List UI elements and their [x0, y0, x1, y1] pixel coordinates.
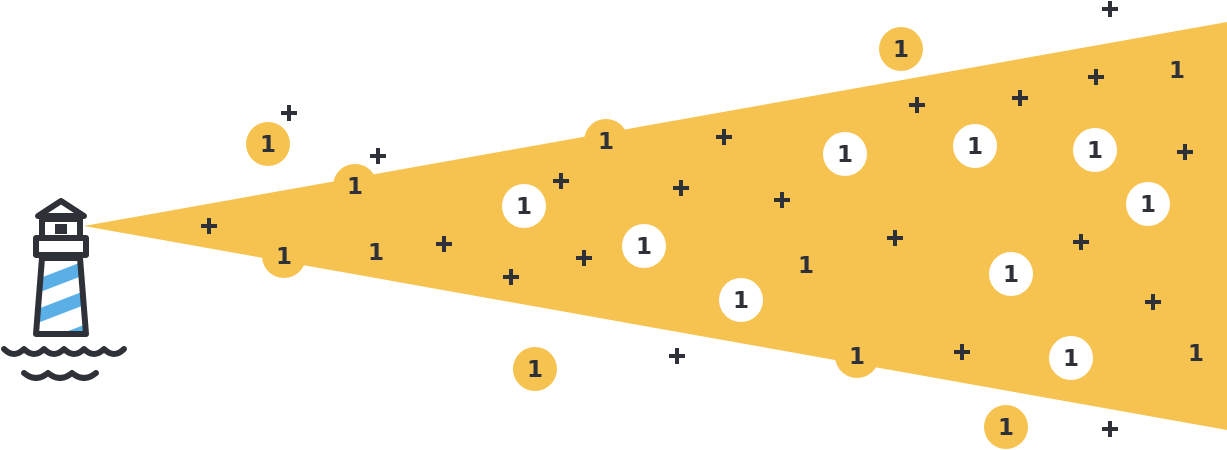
coin-icon: 1 [246, 122, 290, 166]
plus-icon [503, 269, 519, 285]
plus-icon [1145, 294, 1161, 310]
coin-icon: 1 [513, 347, 557, 391]
coin-icon: 1 [823, 132, 867, 176]
coin-label: 1 [798, 253, 814, 279]
coin-icon: 1 [262, 234, 306, 278]
light-beam [84, 22, 1227, 430]
plus-icon [553, 173, 569, 189]
coin-disc [953, 124, 997, 168]
plus-icon [1073, 234, 1089, 250]
coin-label: 1 [1063, 346, 1079, 372]
coin-icon: 1 [502, 184, 546, 228]
coin-disc [584, 119, 628, 163]
plus-icon [1088, 69, 1104, 85]
plus-icon [887, 230, 903, 246]
coin-label: 1 [598, 129, 614, 155]
plus-icon [673, 180, 689, 196]
plus-icon [1102, 1, 1118, 17]
plus-icon [576, 250, 592, 266]
coin-label: 1 [527, 357, 543, 383]
coin-icon: 1 [1169, 58, 1185, 84]
coin-icon: 1 [584, 119, 628, 163]
coin-label: 1 [347, 174, 363, 200]
coin-disc [513, 347, 557, 391]
coin-disc [719, 278, 763, 322]
coin-label: 1 [1188, 341, 1204, 367]
coin-disc [262, 234, 306, 278]
coin-icon: 1 [1073, 128, 1117, 172]
coin-label: 1 [260, 132, 276, 158]
coin-icon: 1 [1188, 341, 1204, 367]
coin-label: 1 [636, 234, 652, 260]
coin-icon: 1 [953, 124, 997, 168]
coin-icon: 1 [879, 27, 923, 71]
coin-icon: 1 [1126, 182, 1170, 226]
coin-label: 1 [1003, 262, 1019, 288]
coin-disc [333, 164, 377, 208]
coin-disc [1049, 336, 1093, 380]
coin-disc [879, 27, 923, 71]
coin-icon: 1 [798, 253, 814, 279]
plus-icon [954, 344, 970, 360]
coin-label: 1 [1087, 138, 1103, 164]
coin-disc [622, 224, 666, 268]
plus-icon [370, 148, 386, 164]
coin-disc [823, 132, 867, 176]
coin-disc [502, 184, 546, 228]
coin-icon: 1 [368, 240, 384, 266]
coin-icon: 1 [622, 224, 666, 268]
plus-icon [201, 218, 217, 234]
coin-label: 1 [368, 240, 384, 266]
coin-disc [835, 334, 879, 378]
plus-icon [1177, 144, 1193, 160]
coin-disc [1126, 182, 1170, 226]
coin-label: 1 [516, 194, 532, 220]
coin-icon: 1 [835, 334, 879, 378]
coin-disc [984, 405, 1028, 449]
coin-label: 1 [733, 288, 749, 314]
plus-icon [909, 97, 925, 113]
coin-label: 1 [837, 142, 853, 168]
coin-icon: 1 [1049, 336, 1093, 380]
plus-icon [774, 192, 790, 208]
plus-icon [1012, 90, 1028, 106]
coin-label: 1 [276, 244, 292, 270]
coin-icon: 1 [719, 278, 763, 322]
coin-disc [1073, 128, 1117, 172]
plus-icon [716, 129, 732, 145]
waves-icon [1, 346, 127, 381]
coin-icon: 1 [984, 405, 1028, 449]
coin-label: 1 [893, 37, 909, 63]
plus-icon [436, 236, 452, 252]
coin-label: 1 [1140, 192, 1156, 218]
coin-label: 1 [967, 134, 983, 160]
coin-label: 1 [998, 415, 1014, 441]
plus-icon [669, 348, 685, 364]
coin-disc [989, 252, 1033, 296]
coin-label: 1 [849, 344, 865, 370]
plus-icon [281, 105, 297, 121]
coin-disc [246, 122, 290, 166]
coin-icon: 1 [333, 164, 377, 208]
lighthouse-icon [1, 198, 127, 381]
coin-label: 1 [1169, 58, 1185, 84]
coin-icon: 1 [989, 252, 1033, 296]
plus-icon [1102, 421, 1118, 437]
